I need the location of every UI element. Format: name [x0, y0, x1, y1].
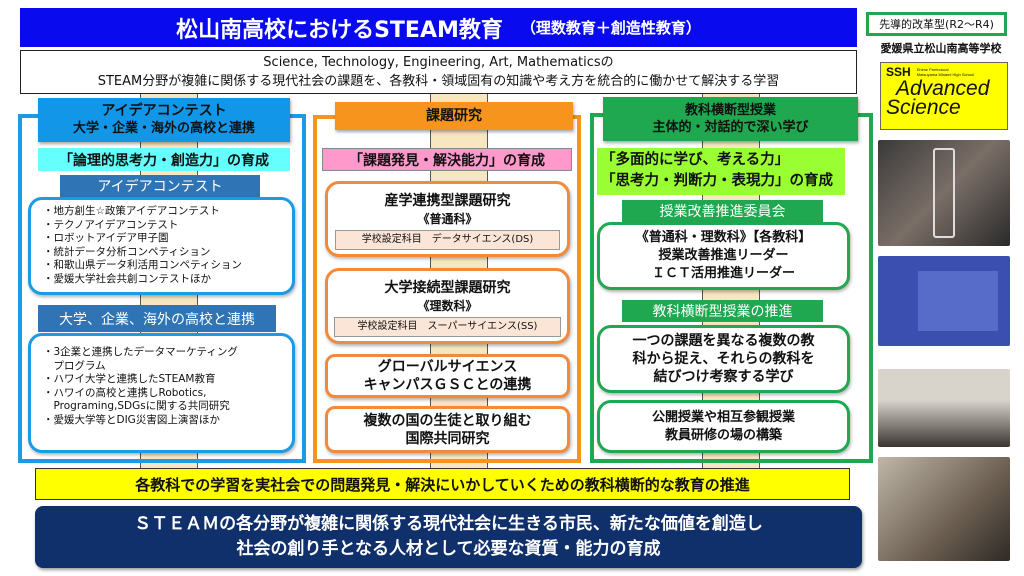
- right-box-committee: 《普通科・理数科》【各教科】 授業改善推進リーダー ＩＣＴ活用推進リーダー: [597, 222, 850, 290]
- contest-list: ・地方創生☆政策アイデアコンテスト ・テクノアイデアコンテスト ・ロボットアイデ…: [31, 200, 292, 286]
- box-subject: 学校設定科目 スーパーサイエンス(SS): [334, 317, 561, 337]
- page-title: 松山南高校におけるSTEAM教育 （理数教育＋創造性教育）: [20, 8, 857, 47]
- goal-bar: ＳＴＥＡＭの各分野が複雑に関係する現代社会に生きる市民、新たな価値を創造し 社会…: [35, 506, 862, 568]
- intro-line2: STEAM分野が複雑に関係する現代社会の課題を、各教科・領域固有の知識や考え方を…: [97, 74, 780, 89]
- yellow-bar: 各教科での学習を実社会での問題発見・解決にいかしていくための教科横断的な教育の推…: [35, 468, 850, 500]
- box-title: 大学接続型課題研究: [384, 280, 511, 296]
- logo-line2: Science: [886, 96, 961, 119]
- intro-box: Science, Technology, Engineering, Art, M…: [20, 50, 857, 94]
- list-item: ・愛媛大学社会共創コンテストほか: [43, 272, 211, 285]
- list-item: ・テクノアイデアコンテスト: [43, 218, 179, 231]
- box-line: 結びつけ考察する学び: [653, 369, 794, 385]
- box-line: 教員研修の場の構築: [664, 427, 782, 443]
- right-header-line2: 主体的・対話的で深い学び: [652, 120, 809, 135]
- left-box-partners: ・3企業と連携したデータマーケティング プログラム ・ハワイ大学と連携したSTE…: [28, 333, 295, 453]
- ssh-logo: SSH Ehime Prefectural Matsuyama Minami H…: [880, 62, 1008, 130]
- box-line: 《普通科・理数科》【各教科】: [635, 230, 812, 245]
- left-goal: 「論理的思考力・創造力」の育成: [38, 148, 290, 171]
- box-title: 産学連携型課題研究: [384, 193, 511, 209]
- partner-list: ・3企業と連携したデータマーケティング プログラム ・ハワイ大学と連携したSTE…: [31, 336, 292, 427]
- center-goal: 「課題発見・解決能力」の育成: [322, 148, 572, 171]
- center-box-university: 大学接続型課題研究 《理数科》 学校設定科目 スーパーサイエンス(SS): [325, 268, 570, 344]
- right-header: 教科横断型授業 主体的・対話的で深い学び: [603, 97, 858, 141]
- box-line2: キャンパスＧＳＣとの連携: [363, 377, 532, 393]
- photo-lecture-hall: [878, 369, 1010, 447]
- center-box-industry: 産学連携型課題研究 《普通科》 学校設定科目 データサイエンス(DS): [325, 181, 570, 257]
- right-sub1: 授業改善推進委員会: [622, 200, 823, 222]
- box-line2: 国際共同研究: [405, 430, 490, 447]
- box-line: ＩＣＴ活用推進リーダー: [651, 266, 795, 281]
- box-course: 《普通科》: [417, 212, 478, 226]
- center-header: 課題研究: [335, 102, 573, 130]
- list-item: プログラム: [43, 359, 106, 372]
- box-line: 科から捉え、それらの教科を: [632, 351, 815, 367]
- logo-small2: Matsuyama Minami High School: [916, 72, 975, 77]
- box-line: 公開授業や相互参観授業: [651, 409, 795, 425]
- photo-group-work: [878, 457, 1010, 561]
- box-line1: 複数の国の生徒と取り組む: [363, 412, 532, 429]
- logo-ssh: SSH: [886, 65, 911, 79]
- right-box-training: 公開授業や相互参観授業 教員研修の場の構築: [597, 400, 850, 453]
- logo-small1: Ehime Prefectural: [916, 67, 949, 72]
- goal-line1: ＳＴＥＡＭの各分野が複雑に関係する現代社会に生きる市民、新たな価値を創造し: [134, 514, 763, 534]
- box-line: 一つの課題を異なる複数の教: [632, 333, 815, 349]
- box-course: 《理数科》: [417, 299, 478, 313]
- right-goal: 「多面的に学び、考える力」 「思考力・判断力・表現力」の育成: [597, 148, 845, 195]
- right-goal-line1: 「多面的に学び、考える力」: [601, 152, 790, 168]
- right-sub2: 教科横断型授業の推進: [622, 300, 823, 322]
- goal-line2: 社会の創り手となる人材として必要な資質・能力の育成: [236, 539, 661, 559]
- program-tag: 先導的改革型(R2～R4): [866, 12, 1007, 36]
- photo-classroom-tower: [878, 140, 1010, 246]
- title-main: 松山南高校におけるSTEAM教育: [176, 17, 503, 43]
- right-header-line1: 教科横断型授業: [684, 103, 776, 118]
- left-sub2: 大学、企業、海外の高校と連携: [38, 305, 276, 332]
- list-item: ・地方創生☆政策アイデアコンテスト: [43, 205, 220, 217]
- list-item: Programing,SDGsに関する共同研究: [43, 400, 230, 412]
- right-box-crosscurricular: 一つの課題を異なる複数の教 科から捉え、それらの教科を 結びつけ考察する学び: [597, 325, 850, 393]
- list-item: ・ハワイ大学と連携したSTEAM教育: [43, 373, 216, 385]
- center-box-international: 複数の国の生徒と取り組む 国際共同研究: [325, 406, 570, 453]
- center-box-gsc: グローバルサイエンス キャンパスＧＳＣとの連携: [325, 354, 570, 398]
- left-box-contests: ・地方創生☆政策アイデアコンテスト ・テクノアイデアコンテスト ・ロボットアイデ…: [28, 197, 295, 295]
- right-goal-line2: 「思考力・判断力・表現力」の育成: [601, 173, 833, 189]
- left-header-line1: アイデアコンテスト: [101, 103, 227, 119]
- list-item: ・統計データ分析コンペティション: [43, 245, 211, 258]
- school-name: 愛媛県立松山南高等学校: [880, 42, 1002, 55]
- left-header-line2: 大学・企業・海外の高校と連携: [72, 121, 255, 136]
- box-subject: 学校設定科目 データサイエンス(DS): [335, 230, 560, 250]
- list-item: ・愛媛大学等とDIG災害図上演習ほか: [43, 413, 220, 426]
- list-item: ・ロボットアイデア甲子園: [43, 232, 169, 244]
- photo-presentation-slide: [878, 256, 1010, 346]
- box-line1: グローバルサイエンス: [377, 359, 518, 375]
- left-header: アイデアコンテスト 大学・企業・海外の高校と連携: [38, 98, 290, 142]
- intro-line1: Science, Technology, Engineering, Art, M…: [263, 55, 614, 70]
- box-line: 授業改善推進リーダー: [658, 248, 789, 263]
- title-sub: （理数教育＋創造性教育）: [520, 19, 701, 37]
- list-item: ・ハワイの高校と連携しRobotics,: [43, 386, 207, 399]
- list-item: ・3企業と連携したデータマーケティング: [43, 346, 238, 358]
- list-item: ・和歌山県データ利活用コンペティション: [43, 259, 242, 271]
- left-sub1: アイデアコンテスト: [60, 175, 260, 197]
- logo-line1: Advanced: [896, 77, 990, 100]
